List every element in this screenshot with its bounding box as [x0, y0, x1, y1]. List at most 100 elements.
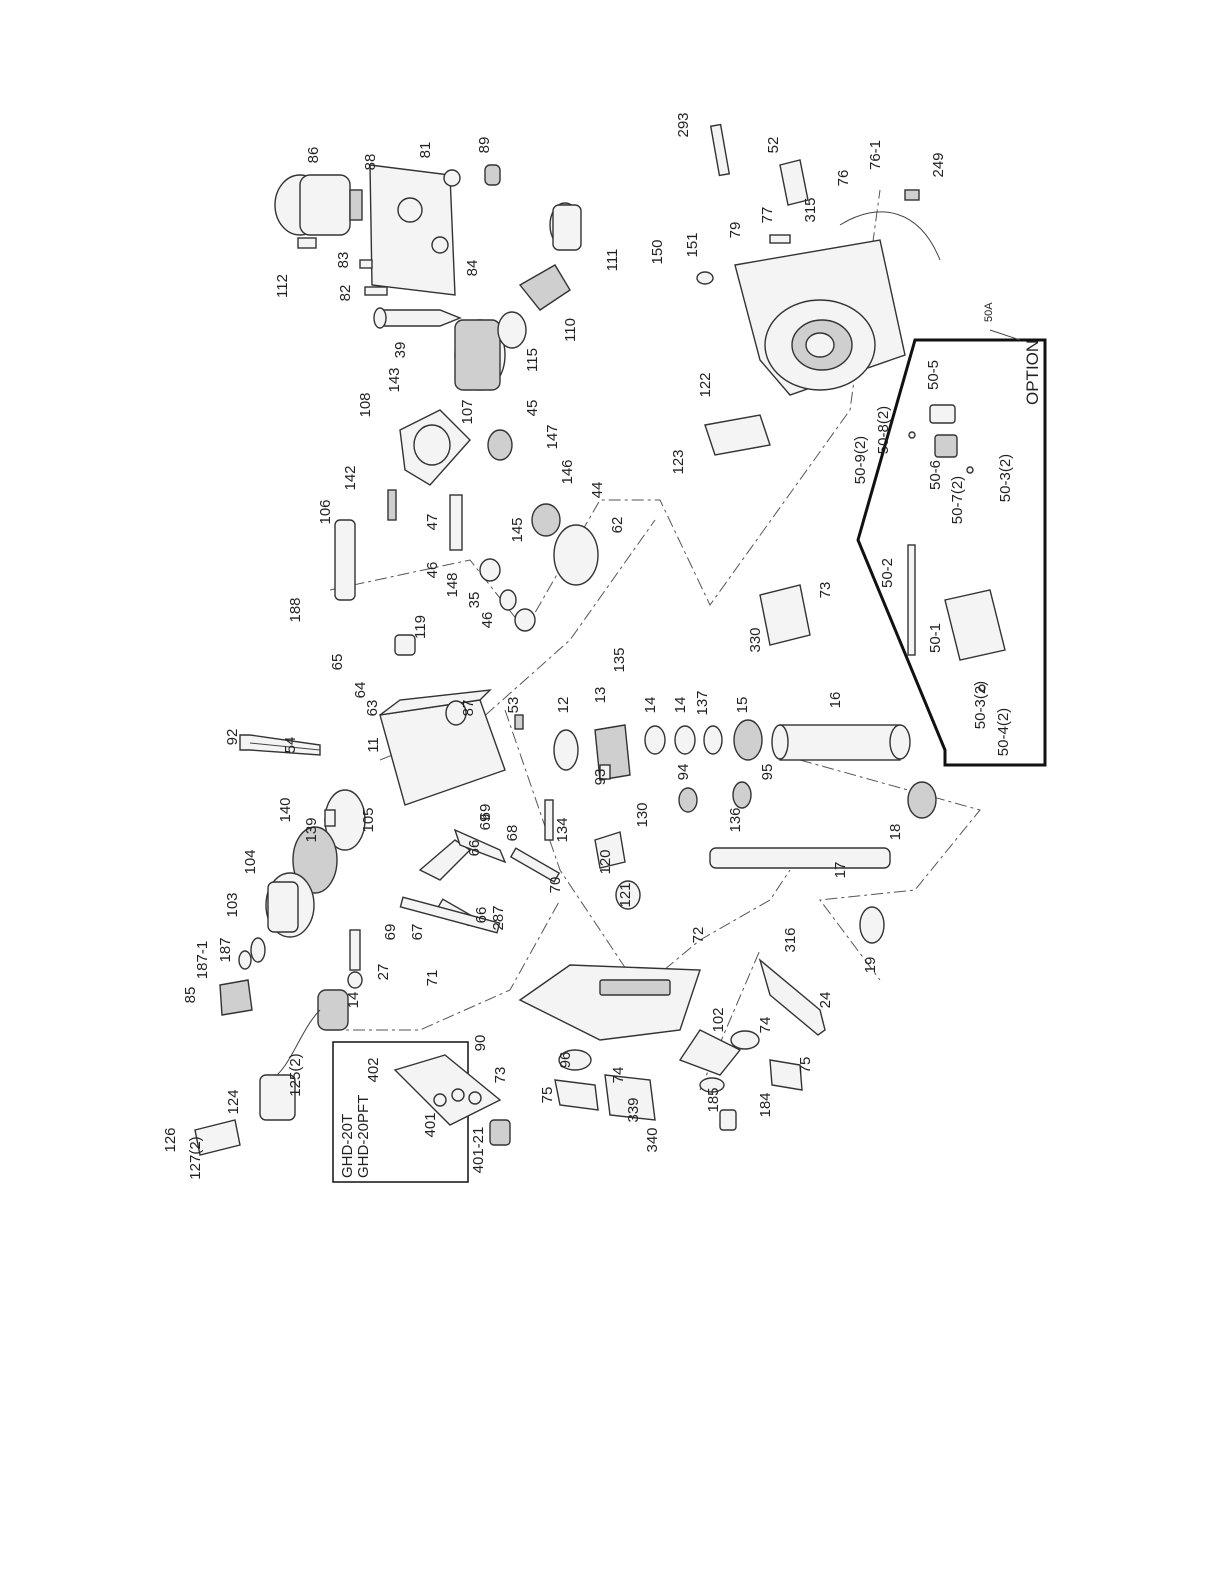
part-callout: 94: [675, 764, 692, 781]
option-box: OPTION 50A: [856, 302, 1047, 767]
part-callout: 66: [473, 907, 490, 924]
part-callout: 47: [424, 514, 441, 531]
part-callout: 19: [862, 957, 879, 974]
part-callout: 147: [544, 424, 561, 449]
part-callout: 50-6: [927, 460, 944, 490]
part-callout: 145: [509, 517, 526, 542]
part-callout: 293: [675, 112, 692, 137]
part-callout: 46: [479, 612, 496, 629]
part-callout: 70: [547, 877, 564, 894]
part-callout: 249: [930, 152, 947, 177]
part-callout: 62: [609, 517, 626, 534]
part-callout: 69: [382, 924, 399, 941]
part-callout: 123: [670, 449, 687, 474]
part-callout: 73: [817, 582, 834, 599]
part-callout: 12: [555, 697, 572, 714]
part-callout: 401-21: [470, 1127, 487, 1174]
option-box-title: OPTION: [1023, 340, 1042, 405]
part-callout: 68: [504, 825, 521, 842]
part-callout: 46: [424, 562, 441, 579]
part-callout: 75: [797, 1057, 814, 1074]
part-callout: 139: [303, 817, 320, 842]
part-callout: 135: [611, 647, 628, 672]
part-callout: 45: [524, 400, 541, 417]
part-callout: 64: [352, 682, 369, 699]
part-callout: 35: [466, 592, 483, 609]
part-callout: 53: [505, 697, 522, 714]
part-callout: 106: [317, 499, 334, 524]
part-callout: 187-1: [194, 941, 211, 979]
part-callout: 73: [492, 1067, 509, 1084]
part-callout: 14: [345, 992, 362, 1009]
part-callout: 102: [710, 1007, 727, 1032]
part-callout: 54: [282, 737, 299, 754]
part-callout: 83: [335, 252, 352, 269]
part-callout: 50-2: [879, 558, 896, 588]
part-callout: 96: [557, 1052, 574, 1069]
part-callout: 14: [672, 697, 689, 714]
part-callout: 50-3(2): [972, 681, 989, 729]
part-callout: 107: [459, 399, 476, 424]
part-callout: 74: [757, 1017, 774, 1034]
column-plate: [518, 958, 826, 1131]
part-callout: 401: [422, 1112, 439, 1137]
base-assembly: [696, 123, 941, 646]
part-callout: 130: [634, 802, 651, 827]
part-callout: 287: [490, 905, 507, 930]
part-callout: 69: [477, 814, 494, 831]
part-callout: 185: [705, 1087, 722, 1112]
part-callout: 316: [782, 927, 799, 952]
part-callout: 315: [802, 197, 819, 222]
part-callout: 339: [625, 1097, 642, 1122]
part-callout: 76-1: [867, 140, 884, 170]
part-callout: 67: [409, 924, 426, 941]
part-callout: 74: [610, 1067, 627, 1084]
part-callout: 89: [476, 137, 493, 154]
part-callout: 65: [329, 654, 346, 671]
part-callout: 330: [747, 627, 764, 652]
part-callout: 63: [364, 700, 381, 717]
part-callout: 50-3(2): [997, 454, 1014, 502]
feed-assembly: [194, 734, 507, 1156]
part-callout: 120: [597, 849, 614, 874]
part-callout: 66: [466, 840, 483, 857]
part-callout: 110: [562, 318, 579, 342]
part-callout: 52: [765, 137, 782, 154]
part-callout: 15: [734, 697, 751, 714]
part-callout: 90: [472, 1035, 489, 1052]
part-callout: 121: [617, 882, 634, 907]
part-callout: 72: [690, 927, 707, 944]
part-callout: 92: [224, 729, 241, 746]
part-callout: 82: [337, 285, 354, 302]
option-box-code: 50A: [983, 302, 995, 322]
part-callout: 77: [759, 207, 776, 224]
part-callout: 95: [759, 764, 776, 781]
part-callout: 103: [224, 892, 241, 917]
part-callout: 14: [642, 697, 659, 714]
part-callout: 50-1: [927, 623, 944, 653]
part-callout: 188: [287, 597, 304, 622]
part-callout: 84: [464, 260, 481, 277]
part-callout: 75: [539, 1087, 556, 1104]
part-callout: 111: [604, 249, 621, 272]
part-callout: 402: [365, 1057, 382, 1082]
part-callout: 184: [757, 1092, 774, 1117]
motor-assembly: [274, 164, 501, 329]
part-callout: 87: [460, 700, 477, 717]
part-callout: 119: [412, 615, 429, 639]
part-callout: 125(2): [287, 1053, 304, 1096]
model-box: GHD-20T GHD-20PFT: [332, 1041, 511, 1183]
part-callout: 146: [559, 459, 576, 484]
part-callout: 50-7(2): [949, 476, 966, 524]
part-callout: 122: [697, 372, 714, 397]
part-callout: 140: [277, 797, 294, 822]
gearbox-assembly: [334, 202, 599, 632]
part-callout: 71: [424, 970, 441, 987]
part-callout: 134: [554, 817, 571, 842]
part-callout: 79: [727, 222, 744, 239]
part-callout: 76: [835, 170, 852, 187]
head-casting: [379, 634, 524, 806]
part-callout: 124: [225, 1089, 242, 1114]
